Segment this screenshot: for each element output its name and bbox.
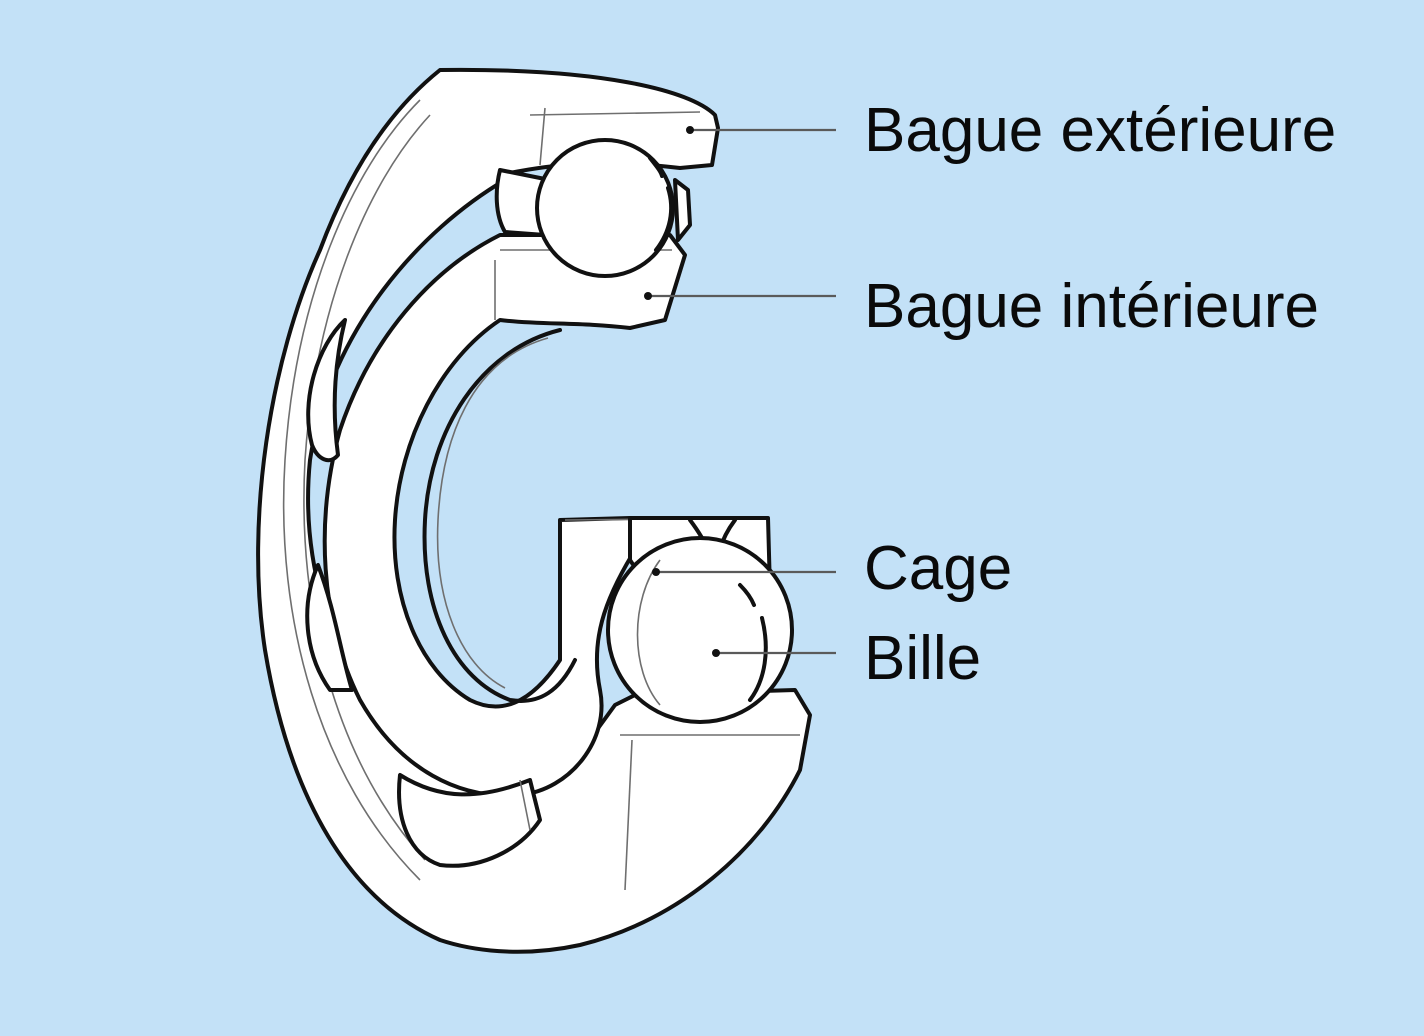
inner-ring-shape [322,233,687,798]
cage-label: Cage [864,534,1013,603]
left-ball-upper [306,318,347,463]
bottom-ball-hidden [397,773,542,868]
outer-ring-label: Bague extérieure [864,96,1337,165]
left-ball-lower [305,563,354,692]
inner-ring-label: Bague intérieure [864,272,1319,341]
bottom-ball [606,536,794,724]
ball-label: Bille [864,624,982,693]
